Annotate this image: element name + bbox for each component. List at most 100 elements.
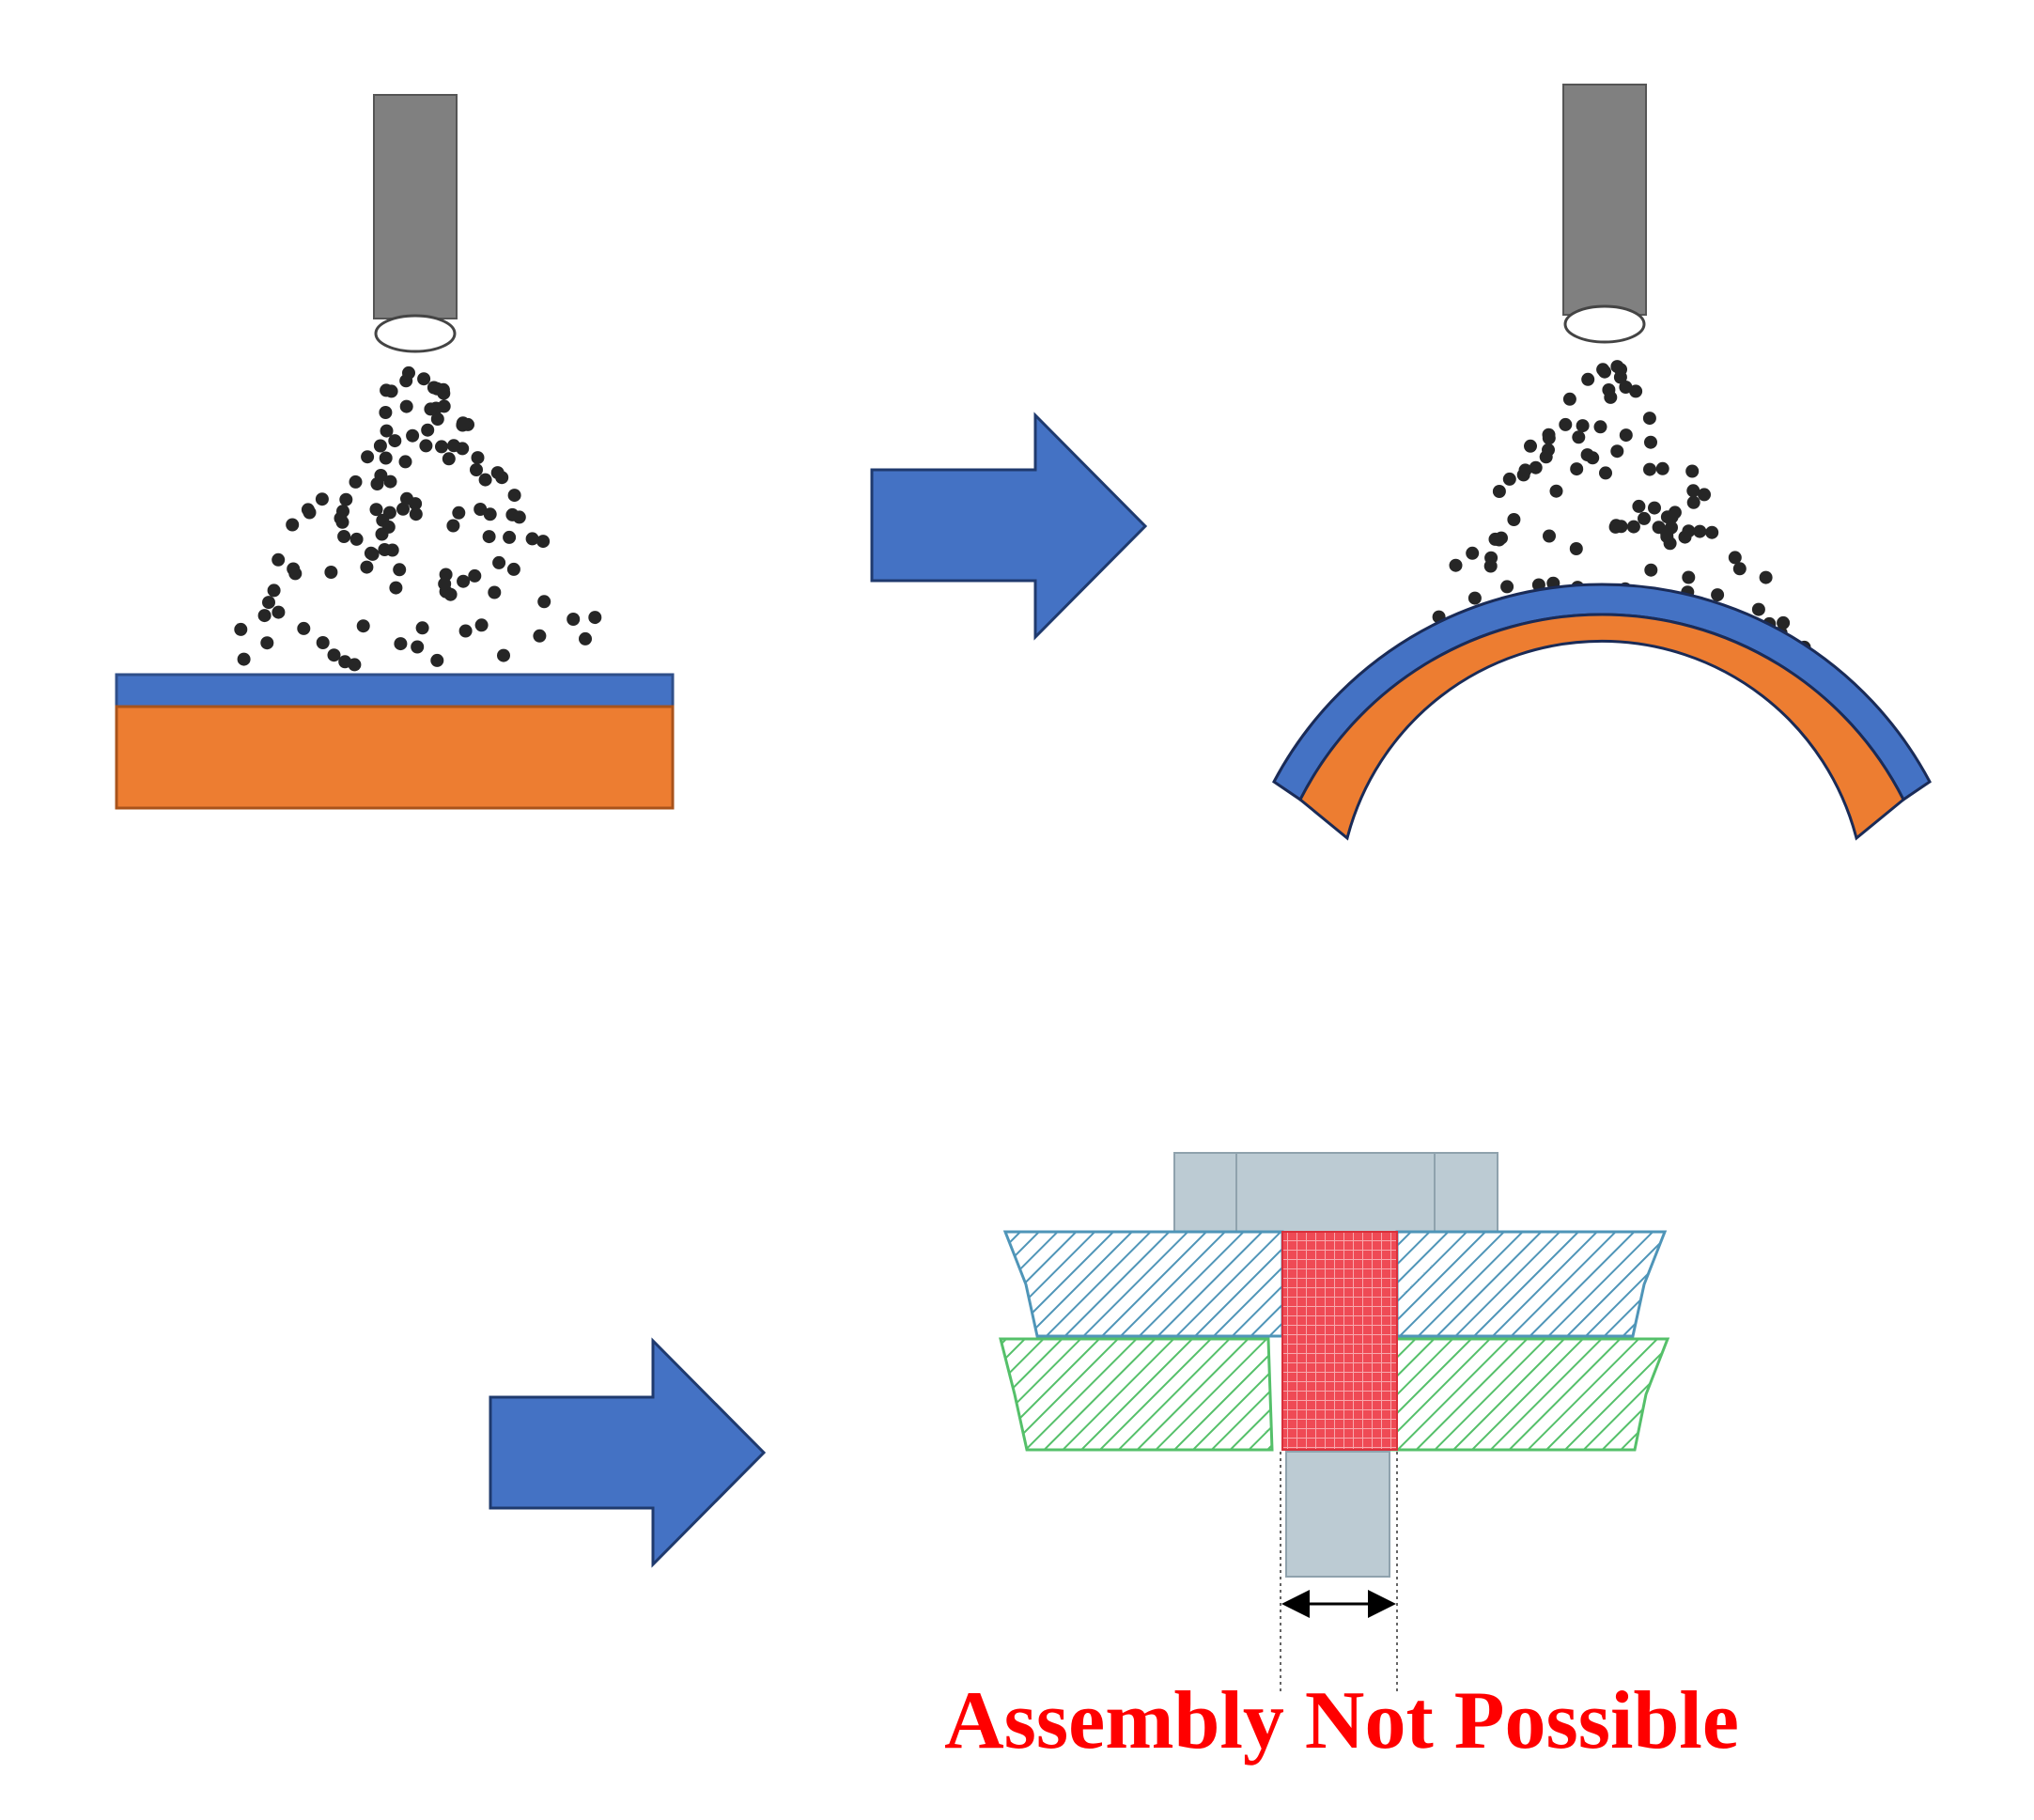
spray-particle — [1643, 462, 1656, 476]
spray-nozzle-left — [373, 94, 458, 353]
spray-particle — [506, 562, 520, 576]
spray-particle — [507, 489, 521, 503]
spray-particle — [1732, 562, 1747, 576]
spray-particle — [1576, 419, 1590, 433]
spray-particle — [492, 555, 506, 569]
spray-particle — [1466, 546, 1480, 560]
spray-particle — [356, 619, 370, 633]
spray-particle — [1610, 444, 1624, 459]
spray-particle — [438, 577, 452, 591]
spray-particle — [424, 402, 438, 416]
spray-particles-left — [234, 366, 602, 672]
spray-particle — [430, 412, 444, 426]
spray-particle — [1648, 501, 1661, 515]
spray-particle — [406, 428, 420, 443]
spray-particle — [1559, 417, 1573, 431]
spray-particle — [361, 450, 375, 464]
spray-particle — [1682, 570, 1696, 584]
spray-particle — [1484, 551, 1498, 565]
spray-particle — [482, 530, 496, 544]
spray-particle — [435, 440, 448, 454]
spray-particle — [237, 652, 251, 666]
spray-particle — [1629, 384, 1643, 398]
spray-particle — [503, 530, 517, 544]
spray-particle — [380, 424, 394, 438]
spray-particle — [1619, 428, 1633, 443]
spray-particle — [1572, 430, 1586, 444]
spray-particle — [1686, 484, 1700, 498]
spray-particle — [1488, 532, 1502, 546]
spray-particle — [400, 491, 413, 506]
spray-particle — [1492, 485, 1506, 498]
spray-particle — [533, 629, 547, 643]
spray-particle — [369, 503, 383, 517]
spray-particle — [324, 566, 338, 579]
spray-particle — [1693, 524, 1707, 538]
spray-particle — [383, 474, 397, 489]
spray-particle — [537, 595, 551, 609]
spray-particle — [419, 439, 433, 453]
spray-particle — [1626, 520, 1640, 534]
spray-particle — [349, 532, 364, 546]
spray-particle — [1518, 463, 1532, 477]
spray-particle — [1449, 558, 1463, 572]
spray-particle — [579, 631, 592, 646]
spray-particle — [497, 648, 510, 662]
spray-particle — [337, 530, 351, 543]
spray-particle — [1682, 524, 1696, 538]
spray-particle — [1593, 420, 1607, 434]
spray-particle — [379, 406, 393, 419]
spray-particle — [262, 596, 275, 610]
spray-particle — [1609, 519, 1623, 533]
spray-particle — [1500, 580, 1514, 594]
spray-particle — [1539, 450, 1553, 464]
spray-particle — [1599, 466, 1612, 480]
spray-particle — [474, 618, 489, 632]
spray-particle — [384, 384, 398, 398]
spray-particle — [398, 455, 412, 469]
spray-particle — [1549, 484, 1563, 498]
spray-particle — [536, 535, 551, 549]
spray-particle — [394, 637, 408, 651]
spray-particle — [396, 502, 410, 516]
spray-particle — [415, 621, 429, 635]
spray-particle — [1638, 511, 1651, 525]
spray-particle — [335, 515, 349, 529]
spray-particle — [373, 439, 387, 453]
spray-particle — [1569, 542, 1583, 555]
spray-particle — [1685, 464, 1700, 478]
spray-particle — [474, 503, 488, 516]
spray-nozzle-right — [1562, 84, 1647, 344]
spray-particle — [316, 636, 330, 649]
spray-particle — [1642, 412, 1656, 426]
spray-particle — [1596, 363, 1610, 377]
spray-particle — [1614, 363, 1627, 377]
spray-particle — [1660, 527, 1674, 541]
spray-particle — [389, 581, 403, 595]
spray-particle — [471, 451, 485, 465]
spray-particle — [1777, 615, 1791, 630]
spray-particle — [478, 473, 492, 487]
spray-particle — [288, 567, 303, 581]
spray-particle — [267, 583, 281, 598]
spray-particle — [297, 621, 311, 635]
spray-particle — [417, 372, 431, 386]
spray-particle — [437, 399, 451, 413]
assembly-status-caption: Assembly Not Possible — [944, 1675, 1739, 1766]
spray-particle — [525, 532, 539, 546]
spray-particle — [1632, 499, 1646, 513]
flat-coated-substrate — [115, 94, 675, 810]
spray-particle — [1644, 435, 1657, 449]
spray-particle — [315, 492, 329, 506]
spray-particle — [1562, 392, 1576, 406]
spray-particle — [272, 605, 286, 619]
spray-particle — [402, 366, 415, 380]
spray-particle — [385, 543, 399, 557]
spray-particle — [1660, 510, 1674, 524]
spray-particle — [381, 520, 396, 534]
coating-layer-flat — [115, 673, 675, 708]
spray-particle — [457, 574, 471, 588]
spray-particle — [1655, 461, 1669, 475]
spray-particle — [452, 506, 466, 520]
